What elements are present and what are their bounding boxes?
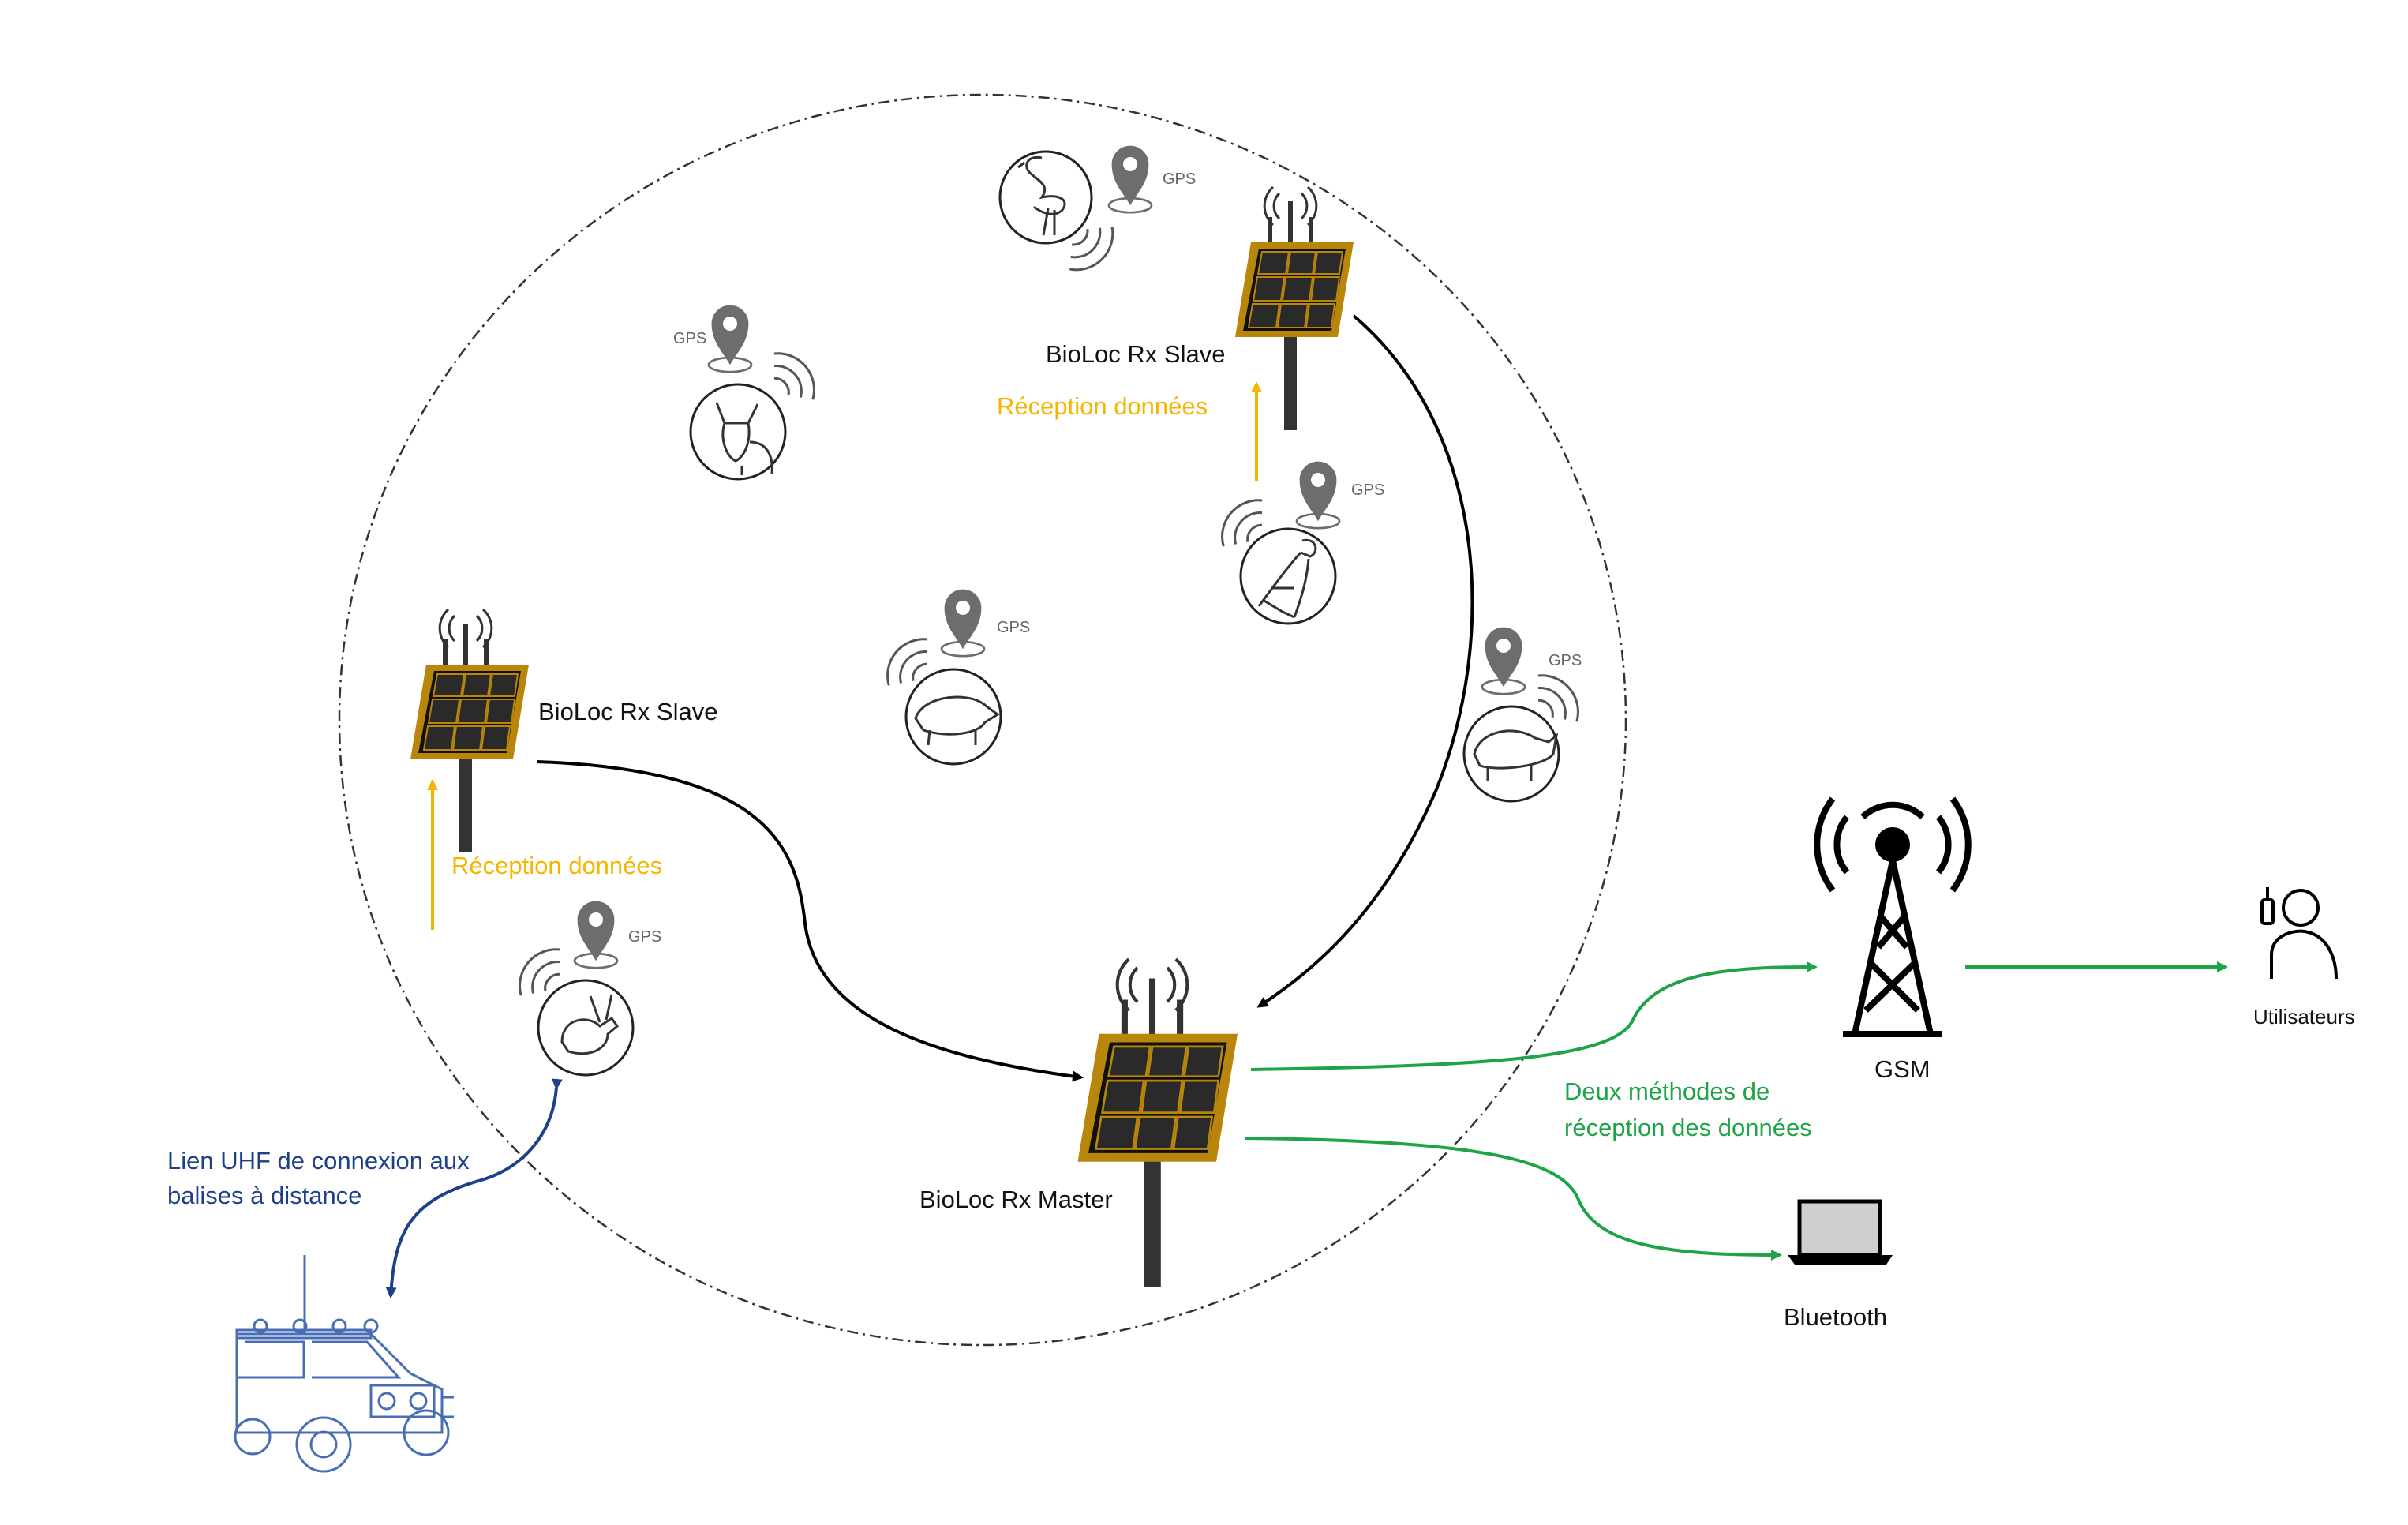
gps-pin-icon xyxy=(573,900,619,969)
flamingo-icon xyxy=(1017,155,1066,236)
label-methods-line2: réception des données xyxy=(1564,1114,1812,1141)
gps-pin-icon xyxy=(1295,460,1341,530)
cell-tower-icon xyxy=(1814,796,1972,1037)
rhino-icon xyxy=(1473,729,1559,781)
rabbit-node xyxy=(507,900,635,1077)
station-slave-top xyxy=(1235,187,1354,430)
gps-pin-icon xyxy=(707,304,753,373)
rabbit-icon xyxy=(560,994,620,1055)
station-slave-left xyxy=(410,609,529,852)
coverage-circle xyxy=(338,93,1627,1347)
boar-node xyxy=(875,588,1002,766)
eagle-icon xyxy=(1257,538,1317,619)
eagle-node xyxy=(1210,460,1341,625)
label-uhf-line2: balises à distance xyxy=(167,1182,362,1209)
donkey-node xyxy=(689,304,826,481)
arrow-slave-top-to-master xyxy=(1256,314,1474,1008)
label-reception-left: Réception données xyxy=(451,852,663,879)
label-users: Utilisateurs xyxy=(2253,1005,2355,1029)
user-radio-icon xyxy=(2260,887,2338,980)
gps-label: GPS xyxy=(673,330,707,347)
label-reception-top: Réception données xyxy=(997,392,1208,420)
label-gsm: GSM xyxy=(1874,1055,1931,1083)
solar-panel-icon xyxy=(1078,959,1238,1287)
station-master xyxy=(1078,959,1238,1287)
rhino-node xyxy=(1462,626,1590,803)
flamingo-node xyxy=(998,144,1153,282)
label-master: BioLoc Rx Master xyxy=(919,1186,1113,1213)
gps-label: GPS xyxy=(997,619,1031,636)
gps-label: GPS xyxy=(1351,481,1385,499)
gps-pin-icon xyxy=(940,588,986,658)
label-uhf-line1: Lien UHF de connexion aux xyxy=(167,1147,470,1175)
label-slave-left: BioLoc Rx Slave xyxy=(538,698,718,725)
gps-pin-icon xyxy=(1481,626,1526,695)
gps-label: GPS xyxy=(1549,652,1582,669)
gps-label: GPS xyxy=(1163,170,1197,188)
boar-icon xyxy=(914,695,1000,746)
donkey-icon xyxy=(715,402,773,475)
4x4-vehicle-icon xyxy=(234,1255,454,1473)
arrow-master-to-gsm xyxy=(1250,961,1818,1071)
solar-panel-icon xyxy=(1235,187,1354,430)
laptop-icon xyxy=(1788,1199,1893,1265)
gps-pin-icon xyxy=(1107,144,1153,214)
arrow-master-to-bluetooth xyxy=(1245,1137,1782,1261)
label-slave-top: BioLoc Rx Slave xyxy=(1046,340,1226,368)
solar-panel-icon xyxy=(410,609,529,852)
label-bluetooth: Bluetooth xyxy=(1784,1303,1887,1331)
arrow-uhf-link xyxy=(385,1078,563,1298)
label-methods-line1: Deux méthodes de xyxy=(1564,1077,1770,1105)
gps-label: GPS xyxy=(628,928,662,946)
arrow-slave-left-to-master xyxy=(536,760,1084,1082)
